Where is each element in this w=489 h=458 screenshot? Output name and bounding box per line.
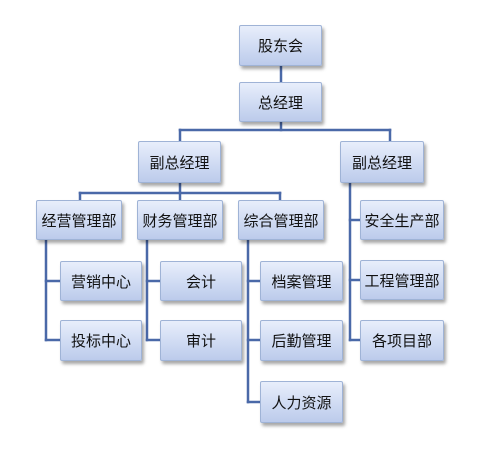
node-deputy-gm-left: 副总经理 — [138, 141, 221, 183]
node-dept-engineering-mgmt: 工程管理部 — [360, 260, 444, 300]
node-deputy-gm-right: 副总经理 — [340, 141, 424, 183]
node-dept-safety-production: 安全生产部 — [360, 200, 444, 240]
node-unit-audit: 审计 — [160, 320, 242, 361]
node-unit-marketing: 营销中心 — [60, 261, 142, 301]
node-unit-hr: 人力资源 — [260, 381, 343, 423]
node-dept-business-mgmt: 经营管理部 — [36, 200, 122, 240]
node-dept-general-mgmt: 综合管理部 — [238, 200, 324, 240]
node-unit-accounting: 会计 — [160, 261, 242, 301]
node-unit-bidding: 投标中心 — [60, 320, 142, 361]
node-dept-projects: 各项目部 — [360, 320, 444, 361]
node-general-manager: 总经理 — [239, 82, 322, 122]
node-dept-finance-mgmt: 财务管理部 — [137, 200, 223, 240]
node-board: 股东会 — [239, 25, 322, 66]
node-unit-logistics: 后勤管理 — [260, 320, 343, 361]
node-unit-archives: 档案管理 — [260, 261, 343, 301]
